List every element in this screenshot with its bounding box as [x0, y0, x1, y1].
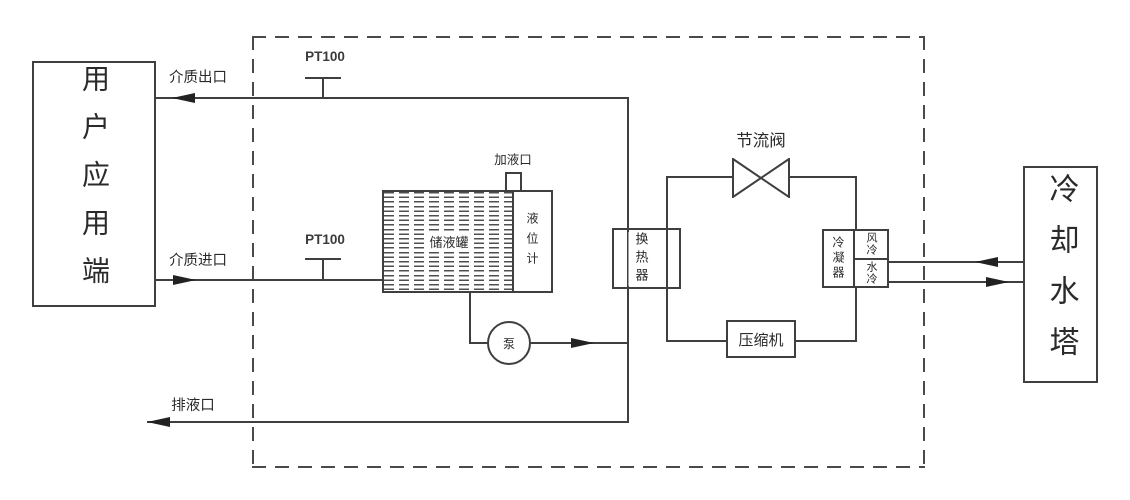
user-application-box: 用户应用端: [32, 61, 156, 307]
pt100-bottom-stem: [322, 260, 324, 280]
pipe-refrigerant-top-right: [788, 176, 857, 178]
level-gauge-label: 液位计: [525, 211, 539, 272]
medium-inlet-label: 介质进口: [169, 253, 227, 269]
pt100-top-stem: [322, 79, 324, 98]
pipe-drain: [147, 421, 629, 423]
user-application-label: 用户应用端: [78, 64, 111, 304]
cooling-tower-box: 冷却水塔: [1023, 166, 1098, 383]
fill-port-stub: [505, 172, 522, 190]
pump-circle: 泵: [487, 321, 531, 365]
air-cooling-cell: 风冷: [855, 231, 887, 260]
pipe-refrigerant-left: [666, 176, 668, 342]
system-boundary-dashed-box: [252, 36, 925, 468]
heat-exchanger-label: 换热器: [628, 232, 652, 286]
pipe-refrigerant-top-left: [666, 176, 734, 178]
arrow-cooling-water-return: [986, 277, 1009, 287]
pipe-cooling-water-return: [887, 281, 1023, 283]
arrow-medium-outlet: [172, 93, 195, 103]
throttle-valve-label: 节流阀: [736, 131, 786, 150]
pipe-tank-outlet: [469, 291, 471, 343]
pt100-top-bar: [305, 77, 341, 79]
arrow-pump-discharge: [571, 338, 594, 348]
arrow-drain: [147, 417, 170, 427]
water-cooling-cell: 水冷: [855, 260, 887, 287]
pipe-medium-outlet: [156, 97, 629, 99]
heat-exchanger-box: [612, 228, 681, 289]
pt100-top-label: PT100: [305, 49, 345, 64]
drain-port-label: 排液口: [171, 398, 215, 414]
condenser-label: 冷凝器: [831, 236, 845, 281]
compressor-label: 压缩机: [738, 330, 784, 349]
air-cooling-label: 风冷: [865, 232, 878, 257]
pipe-pump-line: [469, 342, 629, 344]
condenser-main-cell: 冷凝器: [824, 231, 855, 286]
pipe-medium-inlet: [156, 279, 383, 281]
storage-tank-label: 储液罐: [427, 232, 471, 251]
storage-tank-box: 储液罐 液位计: [382, 190, 553, 293]
condenser-box: 冷凝器 风冷 水冷: [822, 229, 889, 288]
pipe-medium-riser: [627, 97, 629, 423]
compressor-box: 压缩机: [726, 320, 796, 358]
pt100-bottom-label: PT100: [305, 232, 345, 247]
pipe-cooling-water-supply: [887, 261, 1023, 263]
arrow-cooling-water-supply: [975, 257, 998, 267]
pt100-bottom-bar: [305, 258, 341, 260]
cooling-tower-label: 冷却水塔: [1043, 172, 1079, 377]
arrow-medium-inlet: [173, 275, 196, 285]
throttle-valve-symbol: [732, 158, 790, 198]
pump-label: 泵: [502, 336, 515, 351]
medium-outlet-label: 介质出口: [169, 70, 227, 86]
water-cooling-label: 水冷: [865, 260, 878, 285]
level-gauge-section: 液位计: [512, 192, 551, 291]
fill-port-label: 加液口: [494, 152, 532, 167]
